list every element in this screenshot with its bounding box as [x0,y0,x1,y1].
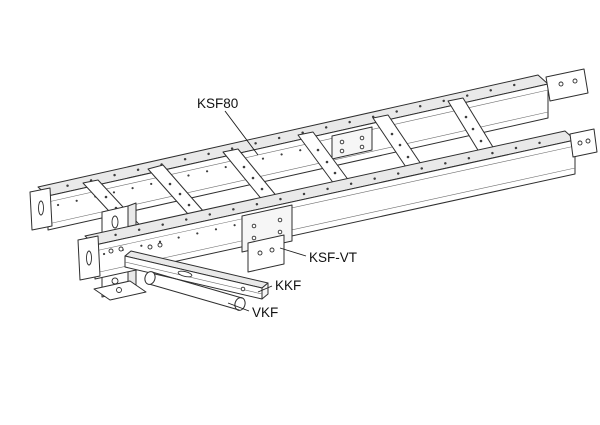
bolt-hole [585,138,591,144]
rung-perforation [187,203,191,207]
perforation-row [90,136,564,242]
bolt-hole [339,148,345,154]
annotations: KSF80 KSF-VT KKF VKF [197,96,357,320]
rung-perforation [168,182,172,186]
vkf-tube [144,271,246,311]
rung-perforation [251,176,255,180]
rung-perforation [479,139,483,143]
rung-perforation [471,127,475,131]
slot-hole [86,250,92,266]
fold-line [124,261,263,295]
bolt-hole [577,140,583,146]
near-rail [77,128,598,281]
rung-perforation [406,155,410,159]
rung-perforation [464,115,468,119]
end-plate [569,128,598,158]
bolt-hole [108,248,114,254]
rung-perforation [333,171,337,175]
bolt-hole [240,286,246,292]
ksf80-leader-line [224,110,259,156]
bolt-hole [339,139,345,145]
kkf-bracket [124,250,269,300]
rung-perforation [104,195,108,199]
rung-perforation [260,187,264,191]
slot-hole [111,215,119,229]
rung-perforation [178,192,182,196]
bolt-hole [257,250,263,256]
tube-bottom-edge [148,283,240,311]
connector-tab [247,234,285,273]
end-plate [545,68,589,102]
bracket-end-cap [261,282,269,300]
ksf-vt-connector [241,204,293,273]
bolt-hole [251,223,257,229]
bolt-hole [147,244,153,250]
bolt-hole [277,217,283,223]
bolt-hole [118,246,124,252]
rung-perforation [325,160,329,164]
rung-perforation [390,132,394,136]
bolt-hole [572,78,578,84]
slot-hole [177,270,193,278]
rung-perforation [398,143,402,147]
bolt-hole [116,287,122,293]
wall-bracket-foot [93,280,147,301]
bolt-hole [157,242,163,248]
tube-top-edge [151,271,243,299]
label-ksf-vt: KSF-VT [309,250,357,265]
bolt-hole [277,229,283,235]
label-kkf: KKF [275,278,301,293]
fold-line [94,145,576,252]
ksf-vt-leader-line [279,247,307,257]
bolt-hole [269,247,275,253]
bolt-hole [111,277,119,285]
rung-perforation [242,165,246,169]
slot-hole [38,200,44,216]
bolt-hole [359,135,365,141]
bolt-hole [251,235,257,241]
ladder-rungs [82,97,500,238]
tube-end-face [144,271,156,285]
bolt-hole [359,144,365,150]
vkf-leader-line [227,302,250,312]
rung-perforation [316,148,320,152]
label-ksf80: KSF80 [197,96,238,111]
fold-line [94,167,576,274]
label-vkf: VKF [252,305,278,320]
kkf-leader-line [257,285,273,293]
bolt-hole [558,81,564,87]
